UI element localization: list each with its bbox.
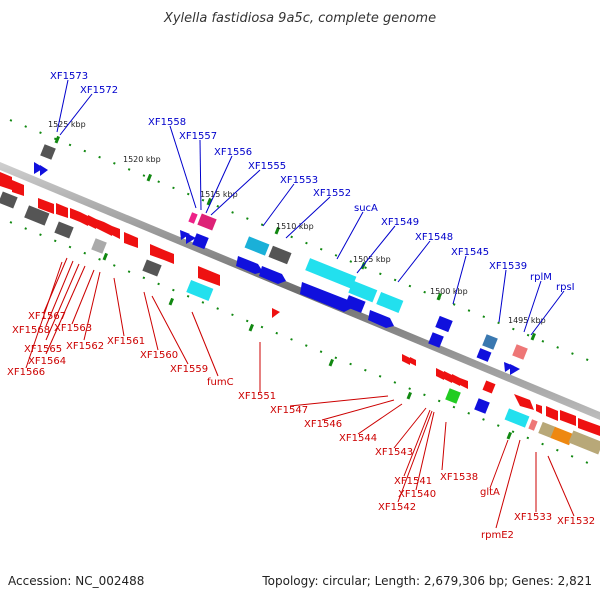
top-gene-labels: XF1573 XF1572 XF1558 XF1557 XF1556 XF155… [50,71,575,293]
gene-label[interactable]: XF1556 [214,147,252,158]
gene-label[interactable]: XF1557 [179,131,217,142]
gene-label[interactable]: XF1565 [24,344,62,355]
gene-label[interactable]: XF1555 [248,161,286,172]
gene-label[interactable]: XF1552 [313,188,351,199]
gene-label[interactable]: XF1543 [375,447,413,458]
kbp-label: 1515 kbp [200,190,238,199]
reverse-strand-features [0,172,600,455]
gene-label[interactable]: rplM [530,272,552,283]
gene-label[interactable]: rpsI [556,282,575,293]
gene-label[interactable]: XF1548 [415,232,453,243]
kbp-label: 1525 kbp [48,120,86,129]
gene-label[interactable]: XF1561 [107,336,145,347]
gene-label[interactable]: XF1549 [381,217,419,228]
gene-label[interactable]: XF1532 [557,516,595,527]
kbp-label: 1495 kbp [508,316,546,325]
genome-backbone [0,162,600,420]
gene-label[interactable]: XF1538 [440,472,478,483]
gene-label[interactable]: XF1562 [66,341,104,352]
gene-label[interactable]: XF1564 [28,356,66,367]
gene-label[interactable]: XF1559 [170,364,208,375]
gene-label[interactable]: XF1541 [394,476,432,487]
gene-label[interactable]: gltA [480,487,500,498]
map-title: Xylella fastidiosa 9a5c, complete genome [163,11,436,26]
gene-label[interactable]: XF1533 [514,512,552,523]
gene-label[interactable]: XF1540 [398,489,436,500]
gene-label[interactable]: XF1547 [270,405,308,416]
kbp-label: 1500 kbp [430,287,468,296]
gene-label[interactable]: XF1567 [28,311,66,322]
gene-label[interactable]: sucA [354,203,378,214]
gene-label[interactable]: XF1572 [80,85,118,96]
gene-label[interactable]: XF1545 [451,247,489,258]
kbp-labels: 1525 kbp 1520 kbp 1515 kbp 1510 kbp 1505… [48,120,546,325]
gene-label[interactable]: XF1573 [50,71,88,82]
gene-label[interactable]: XF1542 [378,502,416,513]
accession-text: Accession: NC_002488 [8,574,144,588]
gene-label[interactable]: XF1566 [7,367,45,378]
gene-label[interactable]: XF1563 [54,323,92,334]
gene-label[interactable]: XF1558 [148,117,186,128]
bottom-leader-lines [25,257,575,529]
gene-label[interactable]: fumC [207,377,234,388]
kbp-label: 1520 kbp [123,155,161,164]
kbp-label: 1505 kbp [353,255,391,264]
gene-label[interactable]: XF1546 [304,419,342,430]
gene-label[interactable]: XF1544 [339,433,377,444]
bottom-gene-labels: XF1567 XF1568 XF1565 XF1564 XF1566 XF156… [7,311,595,541]
kbp-label: 1510 kbp [276,222,314,231]
gene-label[interactable]: XF1553 [280,175,318,186]
forward-strand-features [34,144,528,375]
gene-label[interactable]: XF1560 [140,350,178,361]
gene-label[interactable]: XF1551 [238,391,276,402]
top-leader-lines [56,79,565,336]
gene-label[interactable]: XF1539 [489,261,527,272]
genome-summary-text: Topology: circular; Length: 2,679,306 bp… [261,574,592,588]
gene-label[interactable]: XF1568 [12,325,50,336]
gene-label[interactable]: rpmE2 [481,530,514,541]
